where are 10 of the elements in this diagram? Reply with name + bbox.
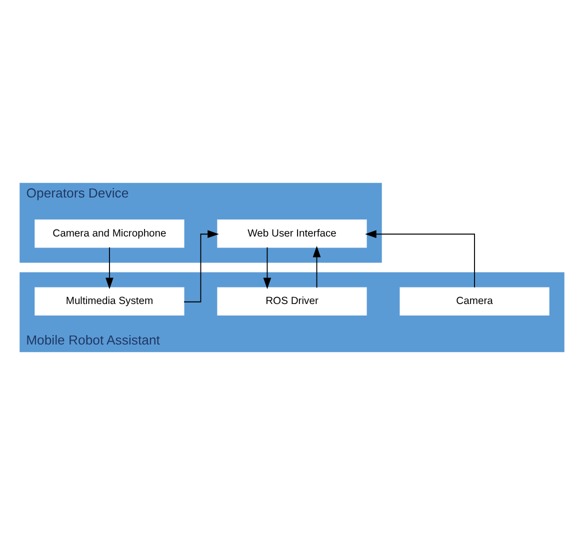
- arrow: [106, 246, 114, 290]
- node-box: Multimedia System: [34, 287, 184, 316]
- node-box: Camera: [400, 287, 550, 316]
- node-box: Camera and Microphone: [34, 220, 184, 248]
- arrow: [312, 246, 321, 288]
- arrow: [365, 230, 475, 288]
- node-box: Web User Interface: [217, 220, 367, 248]
- node-box: ROS Driver: [217, 287, 367, 316]
- arrow: [263, 246, 272, 290]
- arrow: [184, 230, 219, 302]
